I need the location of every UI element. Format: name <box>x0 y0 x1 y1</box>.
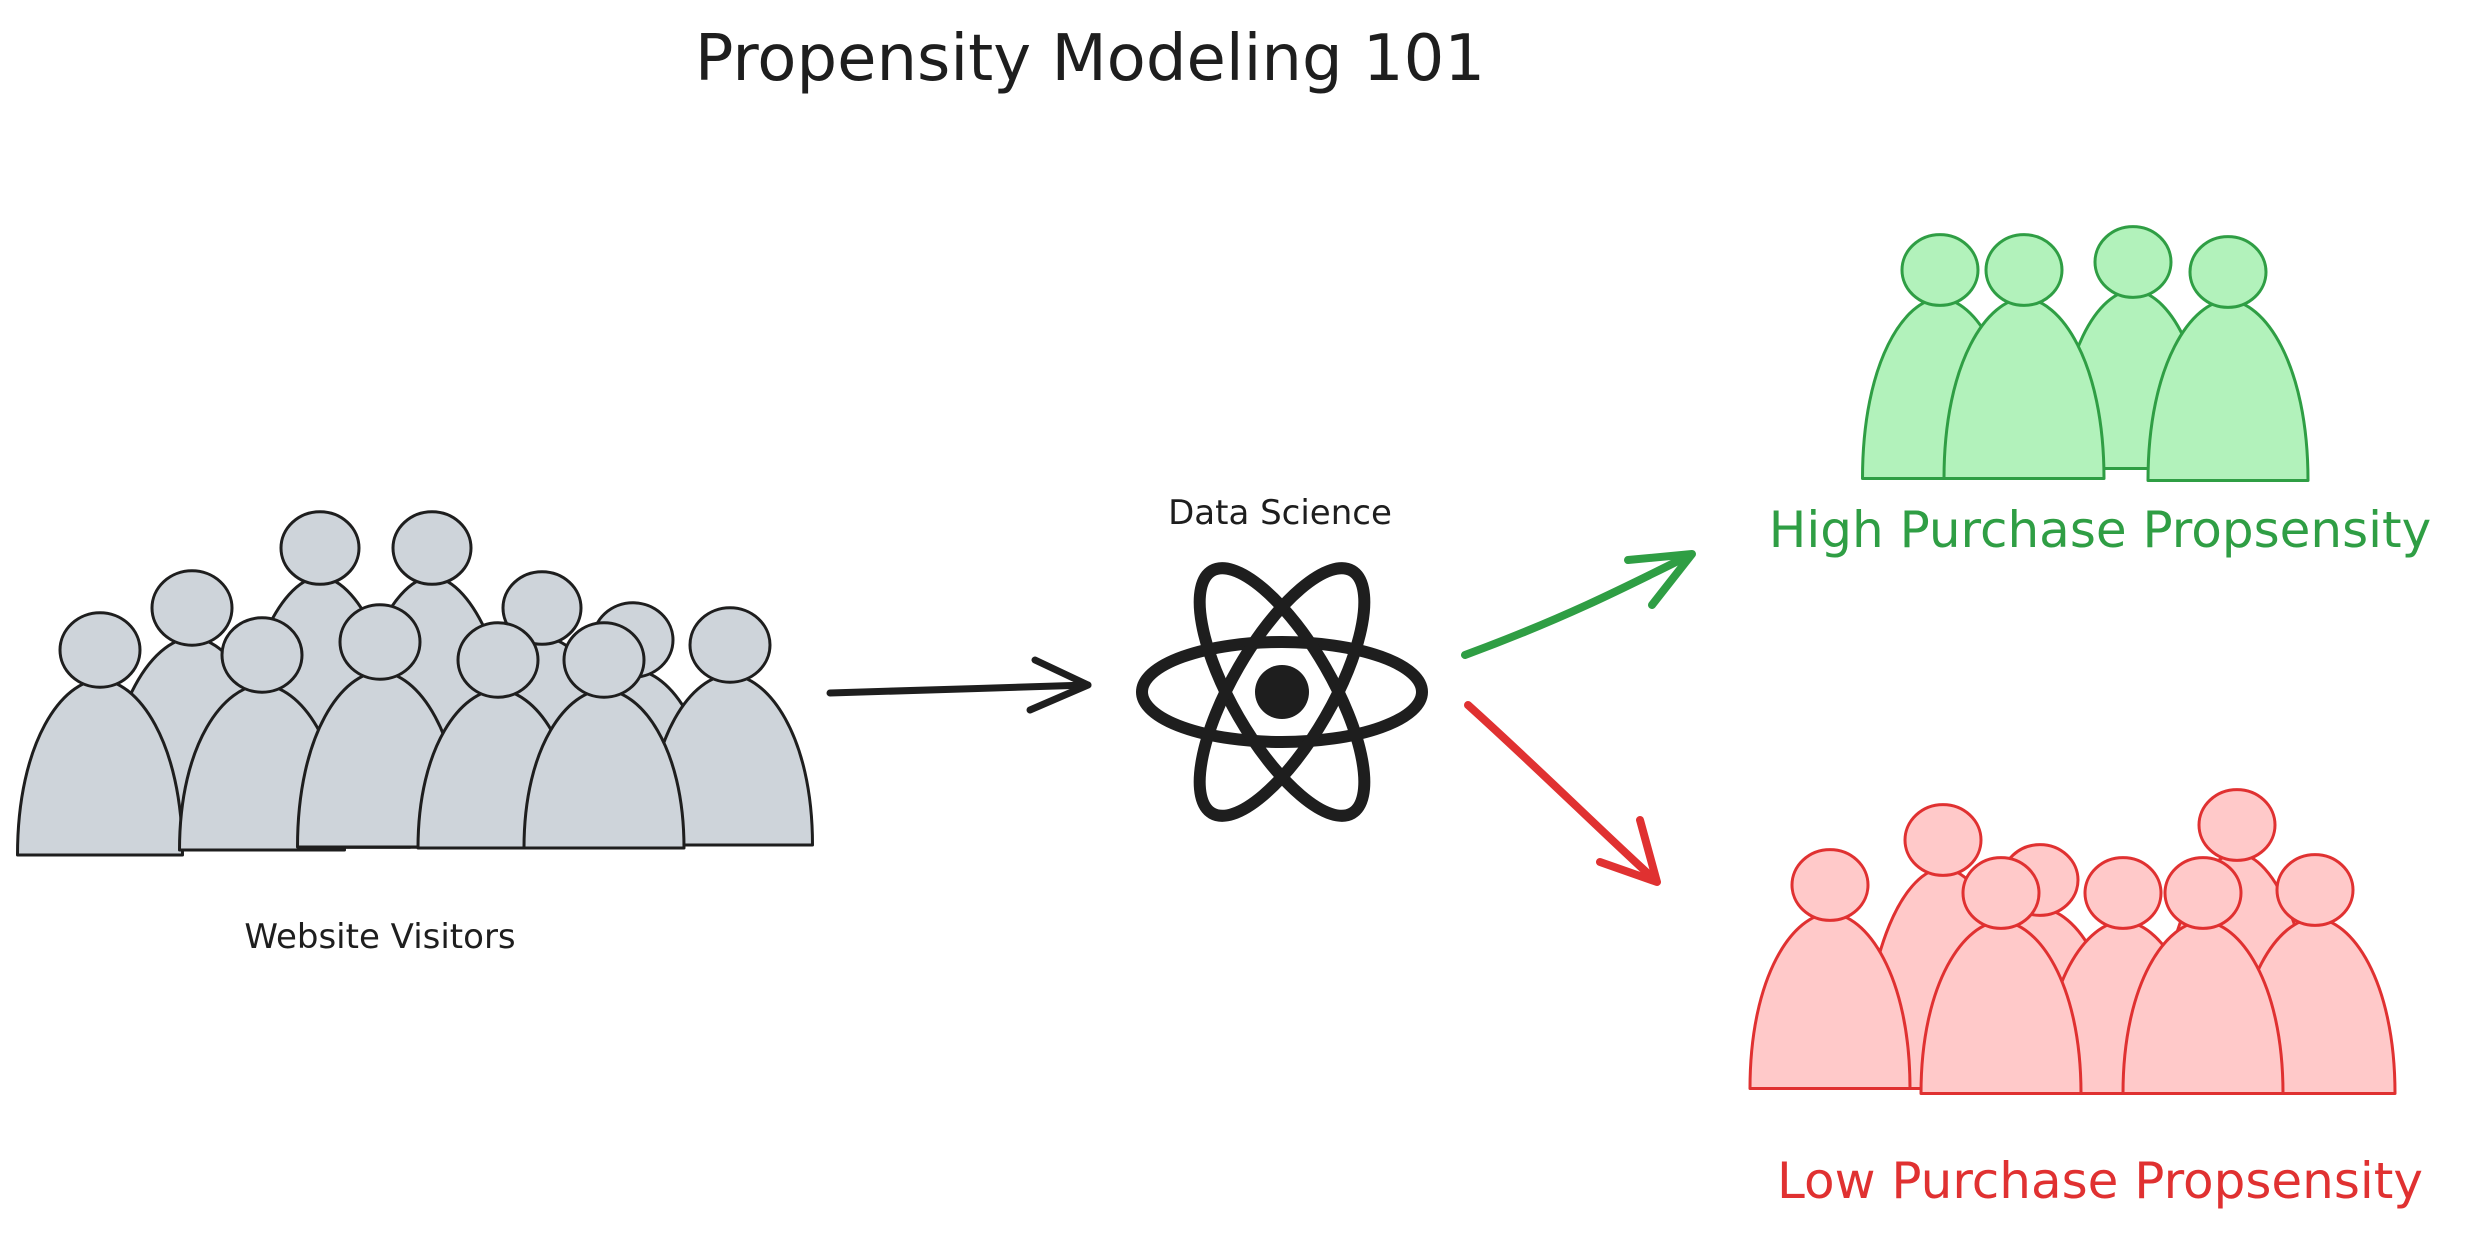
person-icon <box>16 611 184 857</box>
high-propensity-group <box>1861 225 2310 482</box>
person-icon <box>2121 856 2285 1095</box>
data-science-label: Data Science <box>1168 493 1392 533</box>
person-icon <box>1748 848 1912 1090</box>
person-icon <box>646 606 814 847</box>
website-visitors-label: Website Visitors <box>244 917 515 957</box>
high-propensity-label: High Purchase Propsensity <box>1769 501 2431 559</box>
person-icon <box>522 621 686 850</box>
arrow-to-model <box>826 656 1092 714</box>
low-propensity-label: Low Purchase Propsensity <box>1777 1152 2423 1210</box>
diagram-title: Propensity Modeling 101 <box>695 22 1485 96</box>
atom-icon <box>1136 562 1428 822</box>
arrow-to-high-propensity <box>1461 550 1696 659</box>
person-icon <box>1919 856 2083 1095</box>
website-visitors-group <box>16 510 814 857</box>
person-icon <box>2146 235 2310 482</box>
arrow-to-low-propensity <box>1464 701 1661 886</box>
person-icon <box>1942 233 2106 480</box>
low-propensity-group <box>1748 788 2397 1095</box>
